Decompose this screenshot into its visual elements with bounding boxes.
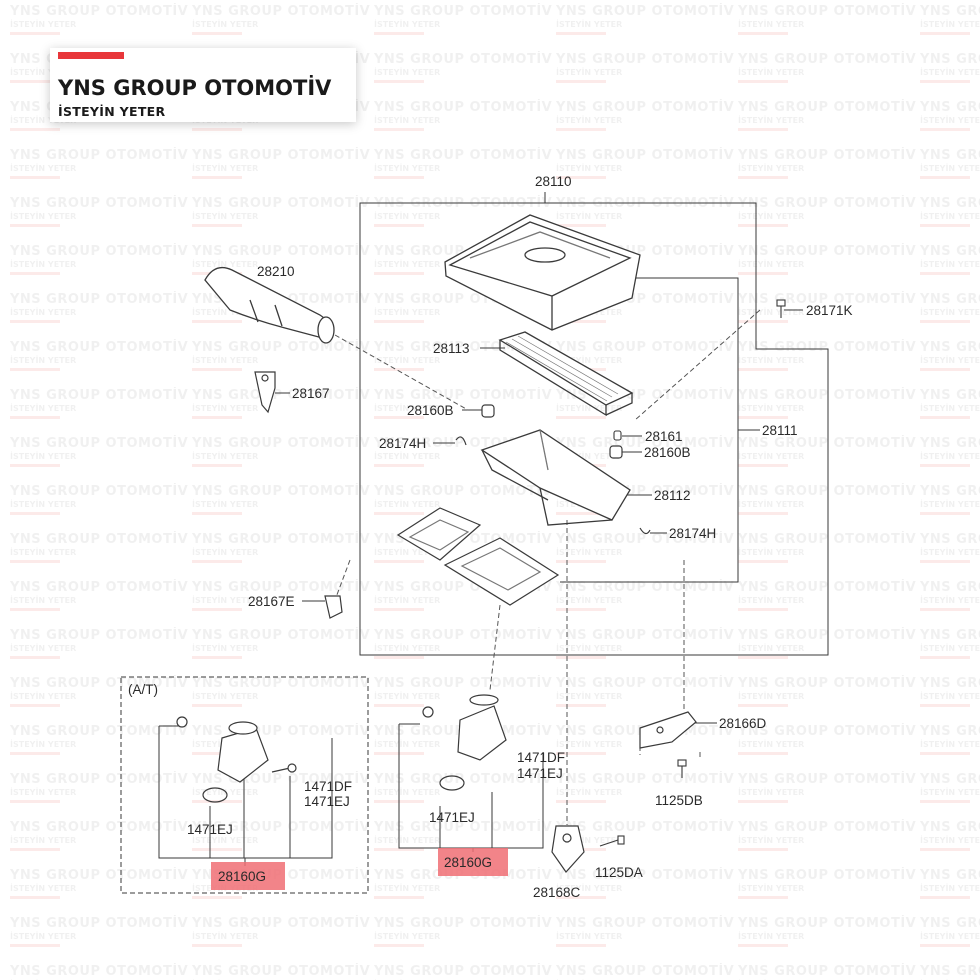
label-1125DB: 1125DB xyxy=(655,793,703,808)
grommet-28160B-left xyxy=(481,404,495,418)
label-1471DF-left: 1471DF xyxy=(304,779,352,794)
upper-cover-frame xyxy=(359,202,829,656)
label-28113: 28113 xyxy=(433,341,470,356)
label-1471EJ-right-clamp: 1471EJ xyxy=(429,810,475,825)
grommet-28161 xyxy=(613,430,622,441)
label-28111: 28111 xyxy=(762,423,798,438)
label-28112: 28112 xyxy=(654,488,691,503)
bracket-28167 xyxy=(254,371,276,414)
label-28210: 28210 xyxy=(257,264,295,279)
label-28171K: 28171K xyxy=(806,303,853,318)
bracket-28166D xyxy=(639,711,697,749)
label-at-box: (A/T) xyxy=(128,682,158,697)
label-28160G-left: 28160G xyxy=(218,869,266,884)
highlight-28160G-left xyxy=(211,862,285,890)
air-cleaner-body-28112 xyxy=(480,429,631,526)
intake-hose-28210 xyxy=(204,266,335,344)
bolt-1125DB xyxy=(677,759,687,778)
hose-28160G-right xyxy=(422,694,507,791)
label-1471EJ-left-right: 1471EJ xyxy=(304,794,350,809)
bracket-28168C xyxy=(551,825,585,873)
label-28160B-left: 28160B xyxy=(407,403,454,418)
label-1471EJ-left-clamp: 1471EJ xyxy=(187,822,233,837)
lower-tray-right xyxy=(443,537,560,606)
clip-28174H-left xyxy=(455,436,467,446)
highlight-28160G-right xyxy=(438,848,508,876)
label-28168C: 28168C xyxy=(533,885,581,900)
logo-slogan: İSTEYİN YETER xyxy=(58,104,166,119)
label-28174H-right: 28174H xyxy=(669,526,716,541)
clip-28174H-right xyxy=(639,527,651,535)
at-variant-box xyxy=(120,676,369,894)
grommet-28160B-right xyxy=(609,445,623,459)
label-1471DF-right: 1471DF xyxy=(517,750,565,765)
label-28160B-right: 28160B xyxy=(644,445,691,460)
label-28161: 28161 xyxy=(645,429,683,444)
label-28110: 28110 xyxy=(535,174,572,189)
hose-28160G-left xyxy=(176,716,297,803)
label-1125DA: 1125DA xyxy=(595,865,643,880)
brand-logo: YNS GROUP OTOMOTİV İSTEYİN YETER xyxy=(50,48,356,122)
label-28167: 28167 xyxy=(292,386,330,401)
label-1471EJ-right-top: 1471EJ xyxy=(517,766,563,781)
label-28167E: 28167E xyxy=(248,594,295,609)
bolt-28171K xyxy=(776,299,786,318)
bracket-28167E xyxy=(324,595,343,619)
logo-brand-name: YNS GROUP OTOMOTİV xyxy=(58,76,332,100)
air-cleaner-cover-28110 xyxy=(444,214,641,331)
air-filter-28113 xyxy=(498,331,634,417)
resonator-tray-left xyxy=(396,507,482,561)
logo-accent-bar xyxy=(58,52,124,59)
label-28166D: 28166D xyxy=(719,716,767,731)
bolt-1125DA xyxy=(599,835,625,847)
label-28160G-right: 28160G xyxy=(444,855,492,870)
label-28174H-left: 28174H xyxy=(379,436,426,451)
